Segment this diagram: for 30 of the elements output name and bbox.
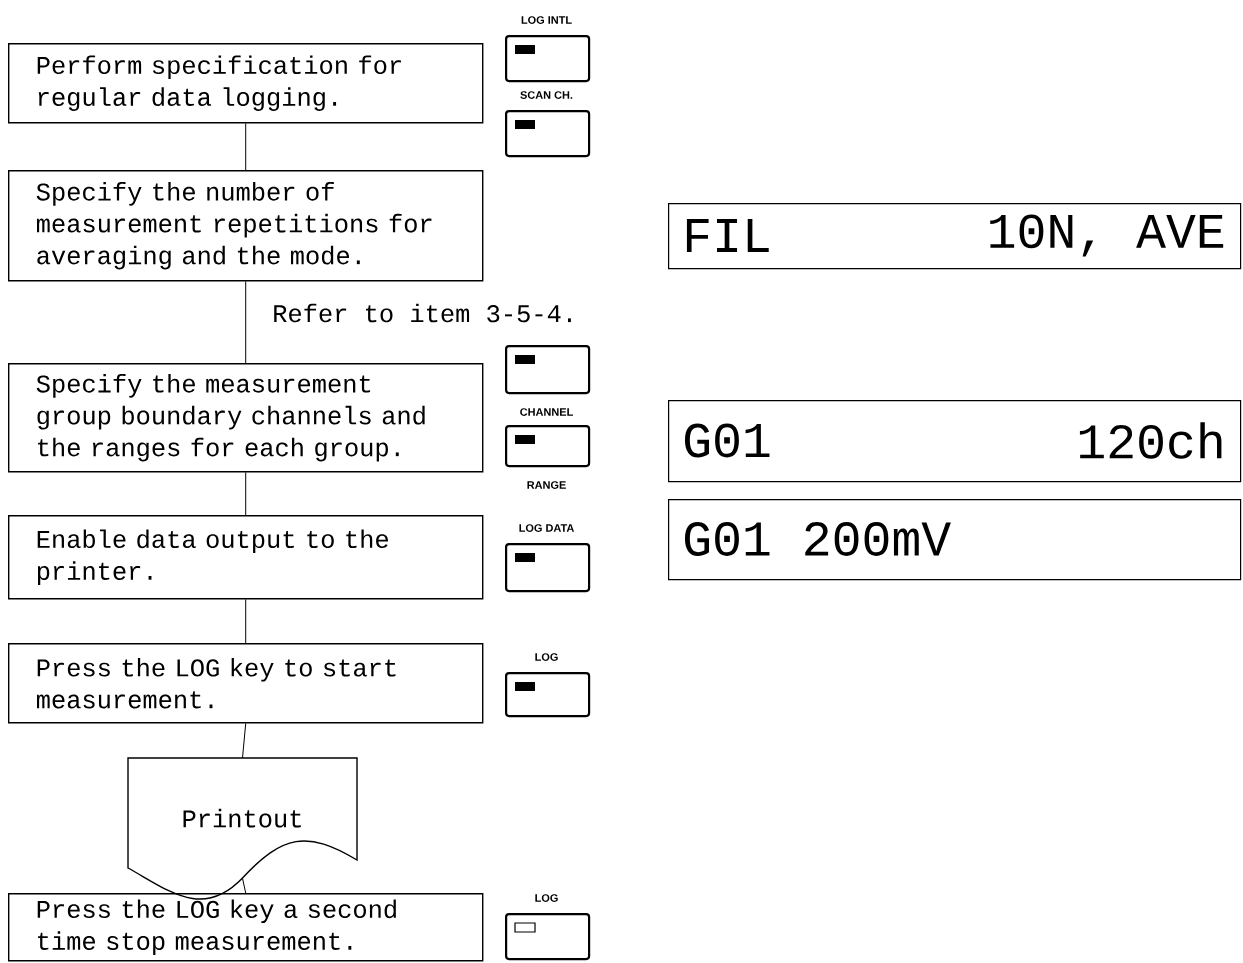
node-label: LOG DATA xyxy=(519,524,575,532)
process-box: Specify the number of measurement repetitions for averaging and the mode. xyxy=(8,170,484,282)
process-box: Press the LOG key to start measurement. xyxy=(8,643,484,724)
node-label: LOG INTL xyxy=(521,16,572,24)
key-button: LOG DATA xyxy=(505,524,591,593)
connector-line xyxy=(245,598,247,644)
connector-line xyxy=(245,280,247,364)
note-text: Refer to item 3-5-4. xyxy=(274,303,571,323)
display-panel: G01 200mV xyxy=(668,499,1242,581)
key-button: SCAN CH. xyxy=(505,91,591,158)
node-label: SCAN CH. xyxy=(520,91,573,99)
connector-line xyxy=(242,722,247,759)
key-button: LOG xyxy=(505,894,591,961)
display-panel: G01 120ch xyxy=(668,400,1242,483)
display-panel: FIL 10N, AVE xyxy=(668,203,1242,270)
process-box: Press the LOG key a second time stop measurement. xyxy=(8,893,484,962)
node-label: CHANNEL xyxy=(520,408,573,416)
key-button: LOG INTL xyxy=(505,16,591,83)
node-label: LOG xyxy=(535,653,558,661)
connector-line xyxy=(245,471,247,516)
node-label: LOG xyxy=(535,894,558,902)
key-button: CHANNEL xyxy=(505,345,591,416)
key-button: LOG xyxy=(505,653,591,718)
connector-line xyxy=(242,877,247,894)
node-label: RANGE xyxy=(527,481,566,489)
process-box: Perform specification for regular data logging. xyxy=(8,43,484,124)
key-button: RANGE xyxy=(505,425,591,489)
process-box: Enable data output to the printer. xyxy=(8,515,484,600)
connector-line xyxy=(245,122,247,171)
process-box: Specify the measurement group boundary channels and the ranges for each group. xyxy=(8,363,484,473)
